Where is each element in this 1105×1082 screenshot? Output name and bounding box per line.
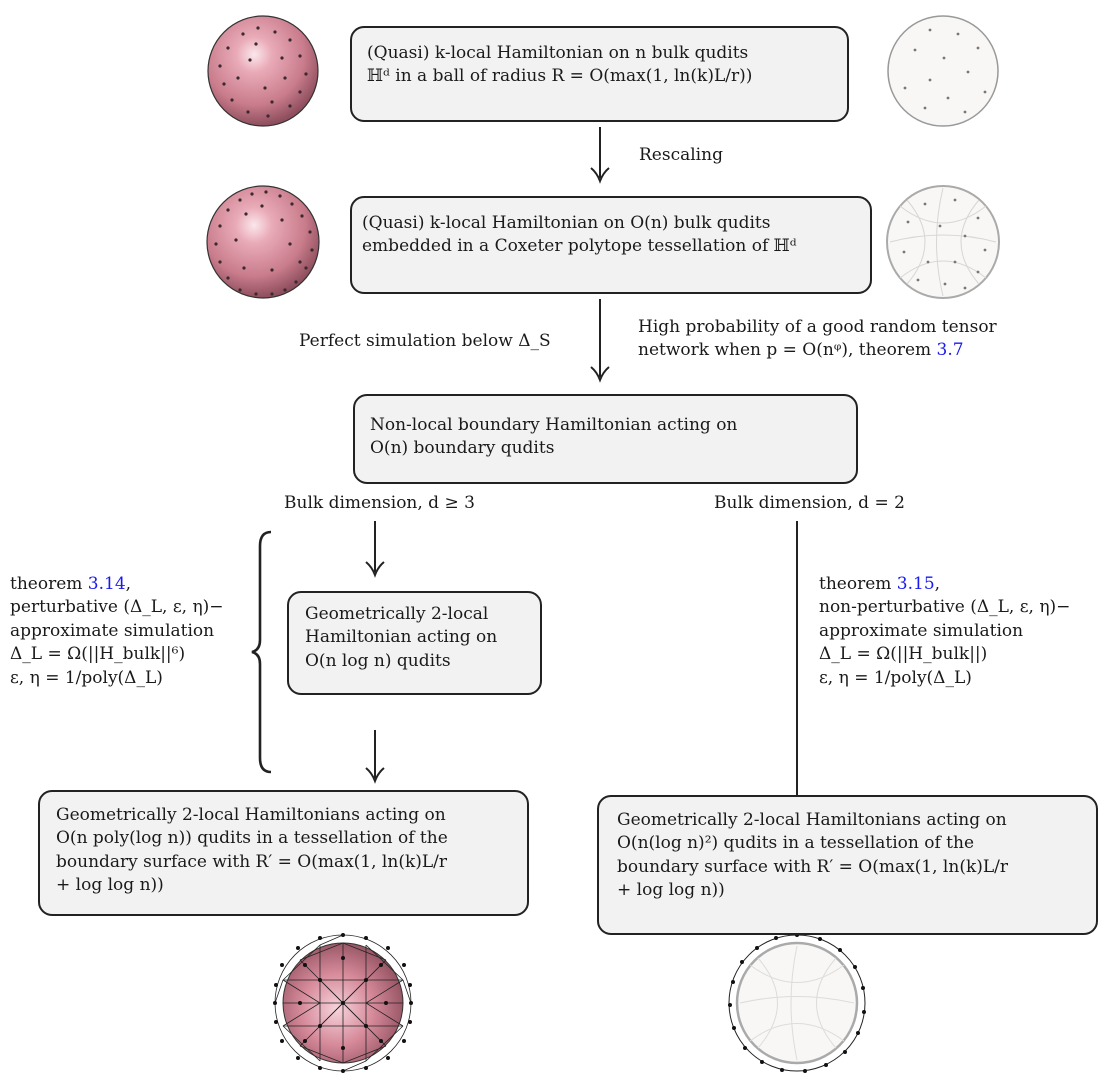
- box-2local-line2: Hamiltonian acting on: [305, 627, 498, 648]
- right-theorem-word: theorem: [819, 574, 897, 594]
- flow-arrows: [365, 127, 807, 826]
- box-2local-nlogn: Geometrically 2-local Hamiltonian acting…: [287, 591, 542, 695]
- label-perfect-simulation: Perfect simulation below Δ_S: [299, 331, 551, 351]
- link-theorem-3-7[interactable]: 3.7: [936, 340, 964, 361]
- left-delta-l: Δ_L = Ω(||H_bulk||⁶): [10, 644, 186, 665]
- box-k-local-bulk: (Quasi) k-local Hamiltonian on n bulk qu…: [350, 26, 849, 122]
- right-theorem-block: theorem 3.15, non-perturbative (Δ_L, ε, …: [819, 573, 1070, 690]
- box-coxeter-line2: embedded in a Coxeter polytope tessellat…: [362, 236, 797, 257]
- box-logsq-line2: O(n(log n)²) qudits in a tessellation of…: [617, 833, 975, 854]
- box-k-local-bulk-line2: ℍᵈ in a ball of radius R = O(max(1, ln(k…: [367, 66, 753, 87]
- left-theorem-word: theorem: [10, 574, 88, 594]
- right-eps-eta: ε, η = 1/poly(Δ_L): [819, 667, 972, 688]
- label-rescaling: Rescaling: [639, 145, 723, 165]
- link-theorem-3-15[interactable]: 3.15: [896, 574, 935, 594]
- left-theorem-block: theorem 3.14, perturbative (Δ_L, ε, η)− …: [10, 573, 224, 690]
- left-theorem-comma: ,: [125, 574, 132, 594]
- box-logsq-line4: + log log n)): [617, 880, 725, 901]
- box-logsq-line3: boundary surface with R′ = O(max(1, ln(k…: [617, 856, 1009, 877]
- bulk-sphere-1: [207, 15, 319, 127]
- boundary-mesh-sphere: [273, 933, 413, 1073]
- label-high-probability: High probability of a good random tensor…: [638, 316, 997, 363]
- box-logsq-line1: Geometrically 2-local Hamiltonians actin…: [617, 810, 1007, 830]
- box-2local-line3: O(n log n) qudits: [305, 650, 451, 671]
- box-polylog-line4: + log log n)): [56, 875, 164, 896]
- bulk-disk-1: [887, 15, 999, 127]
- right-delta-l: Δ_L = Ω(||H_bulk||): [819, 644, 988, 665]
- label-bulk-dim-2: Bulk dimension, d = 2: [714, 493, 905, 513]
- box-boundary-logsq: Geometrically 2-local Hamiltonians actin…: [597, 795, 1098, 935]
- box-boundary-polylog: Geometrically 2-local Hamiltonians actin…: [38, 790, 529, 916]
- box-coxeter-line1: (Quasi) k-local Hamiltonian on O(n) bulk…: [362, 213, 771, 233]
- right-nonperturbative: non-perturbative (Δ_L, ε, η)−: [819, 597, 1071, 618]
- right-approx-sim: approximate simulation: [819, 620, 1024, 641]
- box-2local-line1: Geometrically 2-local: [305, 604, 489, 624]
- boundary-ring-disk: [728, 933, 866, 1073]
- box-k-local-bulk-line1: (Quasi) k-local Hamiltonian on n bulk qu…: [367, 43, 749, 63]
- bulk-disk-2: [886, 185, 1000, 299]
- right-theorem-comma: ,: [934, 574, 941, 594]
- left-brace: [251, 530, 272, 774]
- box-polylog-line1: Geometrically 2-local Hamiltonians actin…: [56, 805, 446, 825]
- left-approx-sim: approximate simulation: [10, 620, 215, 641]
- link-theorem-3-14[interactable]: 3.14: [87, 574, 126, 594]
- label-high-prob-line2: network when p = O(nᵠ), theorem: [638, 340, 937, 361]
- box-nonlocal-boundary: Non-local boundary Hamiltonian acting on…: [353, 394, 858, 484]
- label-high-prob-line1: High probability of a good random tensor: [638, 317, 997, 337]
- box-coxeter-tessellation: (Quasi) k-local Hamiltonian on O(n) bulk…: [350, 196, 872, 294]
- box-nonlocal-line2: O(n) boundary qudits: [370, 438, 555, 459]
- left-perturbative: perturbative (Δ_L, ε, η)−: [10, 597, 224, 618]
- box-polylog-line3: boundary surface with R′ = O(max(1, ln(k…: [56, 851, 448, 872]
- left-eps-eta: ε, η = 1/poly(Δ_L): [10, 667, 163, 688]
- box-polylog-line2: O(n poly(log n)) qudits in a tessellatio…: [56, 828, 448, 849]
- box-nonlocal-line1: Non-local boundary Hamiltonian acting on: [370, 415, 738, 435]
- bulk-sphere-2: [206, 185, 320, 299]
- label-bulk-dim-3: Bulk dimension, d ≥ 3: [284, 493, 475, 513]
